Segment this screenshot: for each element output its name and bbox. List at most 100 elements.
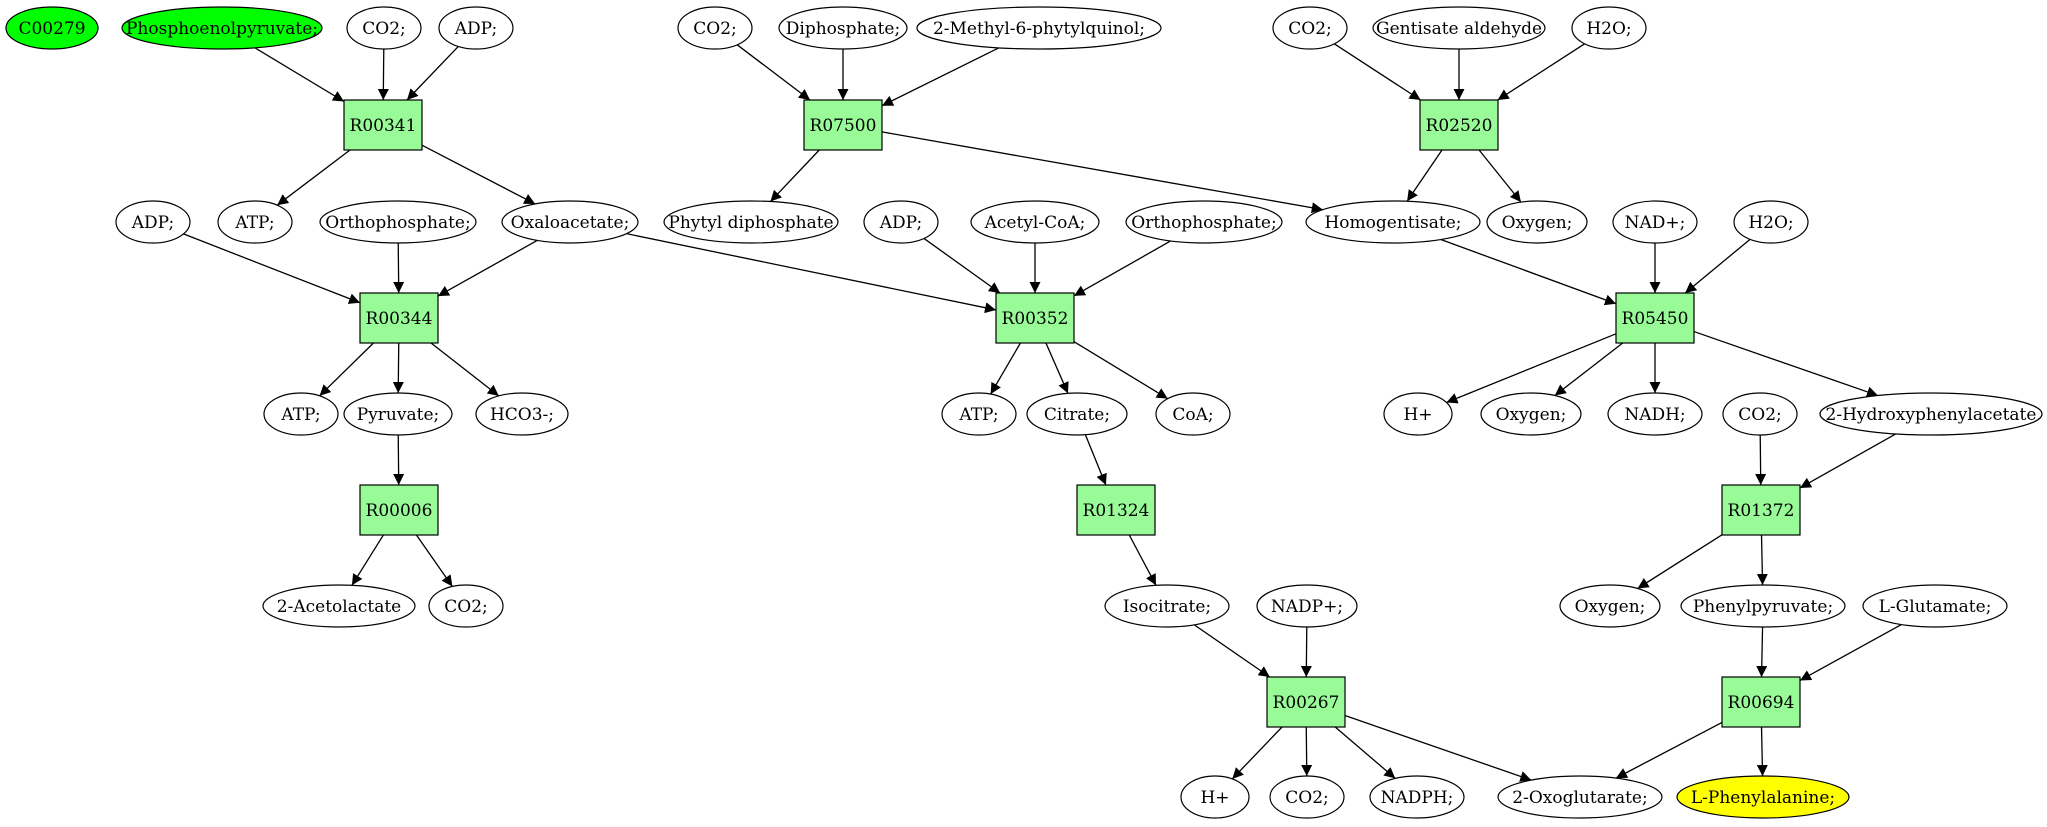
compound-ellipse — [1372, 6, 1546, 50]
compound-ellipse — [1722, 392, 1798, 436]
edge-hydroxyphenylacetate-to-R01372 — [1799, 433, 1897, 489]
reaction-box — [359, 292, 439, 344]
compound-ellipse — [1272, 6, 1348, 50]
edge-h2o_a-to-R02520 — [1497, 43, 1585, 101]
edge-ortho_b-to-R00352 — [1073, 240, 1171, 297]
edge-pep-to-R00341 — [254, 47, 345, 103]
node-layer: C00279 Phosphoenolpyruvate; CO2; ADP; CO2; Di… — [5, 6, 2043, 819]
compound-node-glutamate: L-Glutamate; — [1862, 584, 2008, 628]
node-label: R00352 — [1002, 309, 1069, 329]
edge-R00694-to-oxoglutarate — [1615, 721, 1723, 779]
compound-node-homogentisate: Homogentisate; — [1305, 200, 1481, 244]
edge-R01372-to-phenylpyruvate — [1756, 534, 1768, 586]
node-label: 2-Acetolactate — [277, 597, 401, 617]
compound-ellipse — [1256, 584, 1358, 628]
compound-ellipse — [1862, 584, 2008, 628]
compound-node-oxygen_a: Oxygen; — [1486, 200, 1588, 244]
compound-ellipse — [1155, 392, 1231, 436]
reaction-box — [343, 99, 423, 151]
node-label: R02520 — [1426, 116, 1493, 136]
compound-node-methylphytyl: 2-Methyl-6-phytylquinol; — [916, 6, 1162, 50]
node-label: NADH; — [1624, 405, 1685, 425]
edge-co2_a-to-R00341 — [377, 48, 389, 101]
reaction-box — [995, 292, 1075, 344]
compound-ellipse — [1269, 775, 1345, 819]
reaction-node-R00694: R00694 — [1721, 676, 1801, 728]
compound-node-co2_a: CO2; — [346, 6, 422, 50]
compound-ellipse — [1480, 392, 1582, 436]
compound-node-atp_c: ATP; — [941, 392, 1017, 436]
compound-ellipse — [428, 584, 504, 628]
node-label: L-Glutamate; — [1879, 597, 1992, 617]
node-label: Diphosphate; — [786, 19, 900, 39]
compound-ellipse — [916, 6, 1162, 50]
compound-ellipse — [1571, 6, 1647, 50]
compound-ellipse — [1559, 584, 1661, 628]
compound-node-oxaloacetate: Oxaloacetate; — [501, 200, 639, 244]
edge-methylphytyl-to-R07500 — [881, 47, 1000, 107]
edge-R00694-to-phenylalanine — [1756, 726, 1768, 777]
node-label: CO2; — [1288, 19, 1332, 39]
compound-ellipse — [863, 200, 939, 244]
edge-R00267-to-hplus_b — [1231, 726, 1283, 780]
reaction-box — [359, 484, 439, 536]
compound-node-hco3: HCO3-; — [475, 392, 569, 436]
node-label: NAD+; — [1625, 213, 1686, 233]
edge-oxaloacetate-to-R00344 — [437, 239, 538, 297]
node-label: Pyruvate; — [357, 405, 439, 425]
compound-node-pep: Phosphoenolpyruvate; — [121, 6, 323, 50]
compound-node-co2_f: CO2; — [1269, 775, 1345, 819]
node-label: Oxygen; — [1575, 597, 1646, 617]
node-label: Homogentisate; — [1324, 213, 1461, 233]
compound-node-phenylpyruvate: Phenylpyruvate; — [1680, 584, 1846, 628]
reaction-node-R00352: R00352 — [995, 292, 1075, 344]
edge-R00267-to-oxoglutarate — [1344, 714, 1532, 782]
compound-node-nadh: NADH; — [1607, 392, 1703, 436]
node-label: CO2; — [693, 19, 737, 39]
node-label: Oxaloacetate; — [511, 213, 630, 233]
node-label: Phenylpyruvate; — [1693, 597, 1833, 617]
compound-node-adp_c: ADP; — [863, 200, 939, 244]
node-label: NADPH; — [1381, 788, 1454, 808]
compound-ellipse — [1680, 584, 1846, 628]
node-label: H2O; — [1586, 19, 1631, 39]
edge-R00267-to-co2_f — [1301, 726, 1313, 777]
compound-node-acetolactate: 2-Acetolactate — [262, 584, 416, 628]
compound-ellipse — [263, 392, 339, 436]
node-label: C00279 — [18, 19, 85, 39]
reaction-node-R01324: R01324 — [1076, 484, 1156, 536]
compound-node-hplus_a: H+ — [1383, 392, 1453, 436]
compound-node-adp_a: ADP; — [438, 6, 514, 50]
edge-R00006-to-acetolactate — [351, 534, 384, 586]
edge-homogentisate-to-R05450 — [1440, 238, 1617, 306]
edge-R02520-to-homogentisate — [1406, 149, 1443, 202]
reaction-box — [1419, 99, 1499, 151]
node-label: R01324 — [1083, 501, 1150, 521]
compound-node-co2_d: CO2; — [1722, 392, 1798, 436]
compound-ellipse — [475, 392, 569, 436]
edge-h2o_b-to-R05450 — [1684, 238, 1751, 294]
reaction-box — [1721, 484, 1801, 536]
compound-ellipse — [438, 6, 514, 50]
edge-nadp-to-R00267 — [1300, 626, 1312, 678]
edge-adp_c-to-R00352 — [923, 237, 1001, 294]
edge-oxaloacetate-to-R00352 — [626, 233, 997, 314]
edge-R00352-to-atp_c — [990, 342, 1021, 395]
reaction-box — [803, 99, 883, 151]
compound-node-phytyl: Phytyl diphosphate — [663, 200, 839, 244]
edge-phenylpyruvate-to-R00694 — [1756, 626, 1768, 678]
compound-node-nadp: NADP+; — [1256, 584, 1358, 628]
node-label: L-Phenylalanine; — [1691, 788, 1835, 808]
node-label: ADP; — [454, 19, 497, 39]
edge-layer — [183, 43, 1902, 782]
node-label: CO2; — [1738, 405, 1782, 425]
edge-R00267-to-nadph — [1334, 726, 1396, 779]
compound-node-C00279: C00279 — [5, 6, 99, 50]
node-label: Gentisate aldehyde — [1376, 19, 1542, 39]
node-label: Oxygen; — [1496, 405, 1567, 425]
node-label: H+ — [1200, 788, 1229, 808]
edge-R00344-to-hco3 — [430, 342, 500, 397]
edge-R00344-to-pyruvate — [392, 342, 404, 394]
node-label: R07500 — [810, 116, 877, 136]
